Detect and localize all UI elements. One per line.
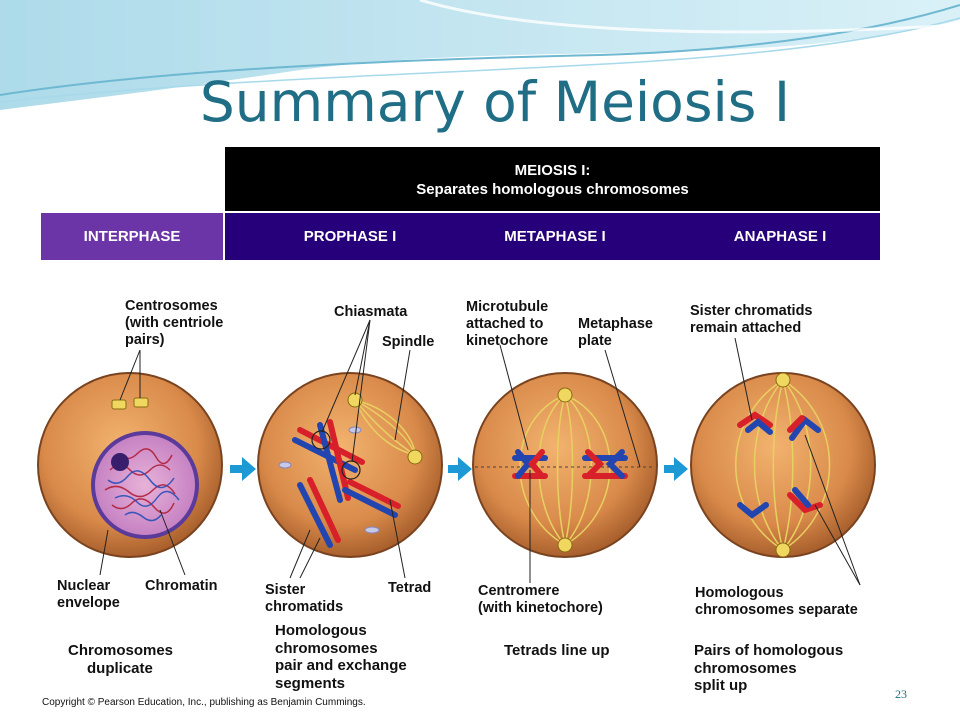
chiasmata-label: Chiasmata (334, 304, 408, 320)
anaphase-label: ANAPHASE I (733, 228, 827, 245)
chiasma-marker (341, 460, 361, 480)
chiasma-marker (311, 430, 331, 450)
metaphase-caption: Tetrads line up (504, 642, 610, 659)
arrow-icon (664, 457, 688, 481)
meiosis-title: MEIOSIS I: (514, 162, 591, 179)
spindle-label: Spindle (382, 334, 435, 350)
microtubule-label: Microtubule attached to kinetochore (466, 299, 549, 349)
anaphase-cell (690, 372, 876, 558)
arrow-icon (230, 457, 256, 481)
sister-chromatids-attached-label: Sister chromatids remain attached (690, 303, 813, 336)
nucleolus (111, 453, 129, 471)
prophase-cell (257, 372, 443, 558)
prophase-caption: Homologous chromosomes pair and exchange… (275, 622, 407, 692)
metaphase-cell (472, 372, 658, 558)
homologous-separate-label: Homologous chromosomes separate (695, 585, 858, 618)
interphase-label: INTERPHASE (83, 228, 181, 245)
nuclear-envelope-label: Nuclear envelope (57, 578, 120, 611)
copyright-text: Copyright © Pearson Education, Inc., pub… (42, 697, 366, 708)
anaphase-caption: Pairs of homologous chromosomes split up (694, 642, 844, 694)
label-pointers (99, 319, 861, 586)
sister-chromatids-label: Sister chromatids (265, 582, 344, 615)
centrosome-pair (111, 397, 149, 410)
page-number: 23 (895, 687, 907, 701)
centromere-label: Centromere (with kinetochore) (478, 583, 603, 616)
tetrad-label: Tetrad (388, 580, 432, 596)
interphase-bar: INTERPHASE (41, 213, 223, 260)
meiosis-subtitle: Separates homologous chromosomes (416, 181, 689, 198)
arrow-icon (448, 457, 472, 481)
chromatin-label: Chromatin (145, 578, 218, 594)
prophase-label: PROPHASE I (303, 228, 397, 245)
interphase-caption: Chromosomes duplicate (68, 642, 174, 677)
metaphase-plate-label: Metaphase plate (578, 316, 653, 349)
centrosomes-label: Centrosomes (with centriole pairs) (125, 298, 224, 348)
wave-background (0, 0, 960, 110)
slide-title: Summary of Meiosis I (199, 70, 791, 134)
meiosis-header: MEIOSIS I: Separates homologous chromoso… (225, 147, 880, 211)
meiosis-phase-bar: PROPHASE I METAPHASE I ANAPHASE I (225, 213, 880, 260)
interphase-cell (37, 372, 223, 558)
metaphase-label: METAPHASE I (504, 228, 606, 245)
